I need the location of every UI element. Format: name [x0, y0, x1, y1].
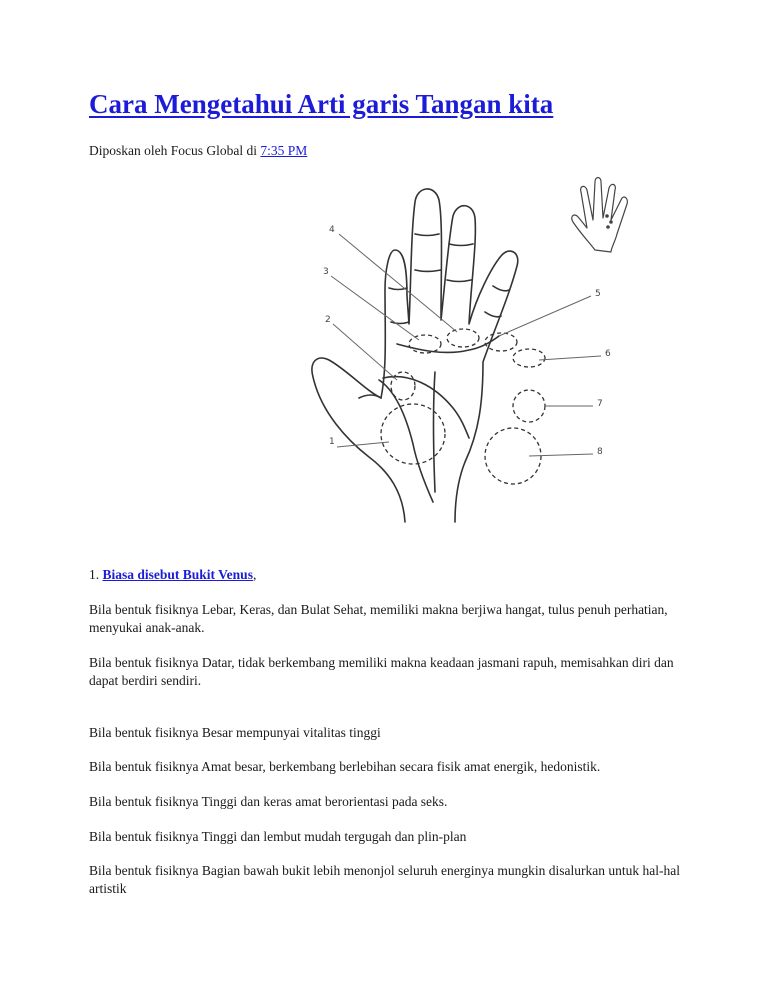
diagram-label-4: 4	[329, 225, 335, 235]
paragraph: Bila bentuk fisiknya Datar, tidak berkem…	[89, 655, 674, 688]
mount-circle	[484, 332, 518, 352]
byline-author-text: Diposkan oleh Focus Global di	[89, 143, 261, 158]
head-line	[382, 375, 470, 439]
diagram-label-6: 6	[605, 349, 611, 359]
small-hand-dot	[605, 214, 609, 218]
finger-crease	[484, 285, 510, 318]
diagram-label-2: 2	[325, 315, 331, 325]
hand-outline	[311, 188, 519, 523]
palm-diagram-image: 1 2 3 4 5 6 7 8	[229, 172, 649, 540]
finger-crease	[414, 233, 442, 273]
paragraph: Bila bentuk fisiknya Amat besar, berkemb…	[89, 759, 601, 774]
mount-circle	[390, 371, 416, 401]
paragraph: Bila bentuk fisiknya Lebar, Keras, dan B…	[89, 602, 668, 635]
leader-line	[332, 323, 398, 381]
diagram-label-3: 3	[323, 267, 329, 277]
item-1-heading: 1. Biasa disebut Bukit Venus,	[89, 566, 689, 584]
item-1-number: 1.	[89, 567, 103, 582]
leader-line	[538, 355, 602, 361]
palm-diagram-svg: 1 2 3 4 5 6 7 8	[311, 176, 628, 523]
leader-line	[528, 453, 594, 457]
small-hand-dot	[609, 220, 613, 224]
diagram-label-7: 7	[597, 399, 603, 409]
post-time-link[interactable]: 7:35 PM	[260, 143, 308, 158]
mount-circle	[512, 389, 546, 423]
leader-line	[336, 441, 390, 448]
small-hand-icon	[571, 176, 628, 253]
heart-line	[396, 335, 500, 354]
mount-circle	[408, 334, 442, 354]
leader-line	[498, 295, 592, 337]
diagram-label-8: 8	[597, 447, 603, 457]
diagram-label-1: 1	[329, 437, 335, 447]
finger-crease	[388, 287, 410, 325]
item-1-comma: ,	[252, 567, 257, 582]
post-title-link[interactable]: Cara Mengetahui Arti garis Tangan kita	[89, 89, 554, 119]
bukit-venus-link[interactable]: Biasa disebut Bukit Venus	[102, 567, 253, 582]
mount-circle	[512, 348, 546, 368]
diagram-label-5: 5	[595, 289, 601, 299]
fate-line	[432, 371, 436, 493]
paragraph: Bila bentuk fisiknya Tinggi dan keras am…	[89, 794, 448, 809]
leader-line	[330, 275, 420, 341]
leader-line	[338, 233, 458, 333]
post-byline: Diposkan oleh Focus Global di 7:35 PM	[89, 142, 307, 160]
paragraph: Bila bentuk fisiknya Bagian bawah bukit …	[89, 863, 681, 896]
paragraph: Bila bentuk fisiknya Besar mempunyai vit…	[89, 725, 381, 740]
mount-circle	[446, 328, 480, 348]
small-hand-dot	[606, 225, 610, 229]
mount-circle	[380, 403, 446, 465]
thumb-crease	[358, 394, 382, 399]
paragraph: Bila bentuk fisiknya Tinggi dan lembut m…	[89, 829, 467, 844]
life-line	[378, 379, 434, 503]
finger-crease	[446, 243, 474, 283]
